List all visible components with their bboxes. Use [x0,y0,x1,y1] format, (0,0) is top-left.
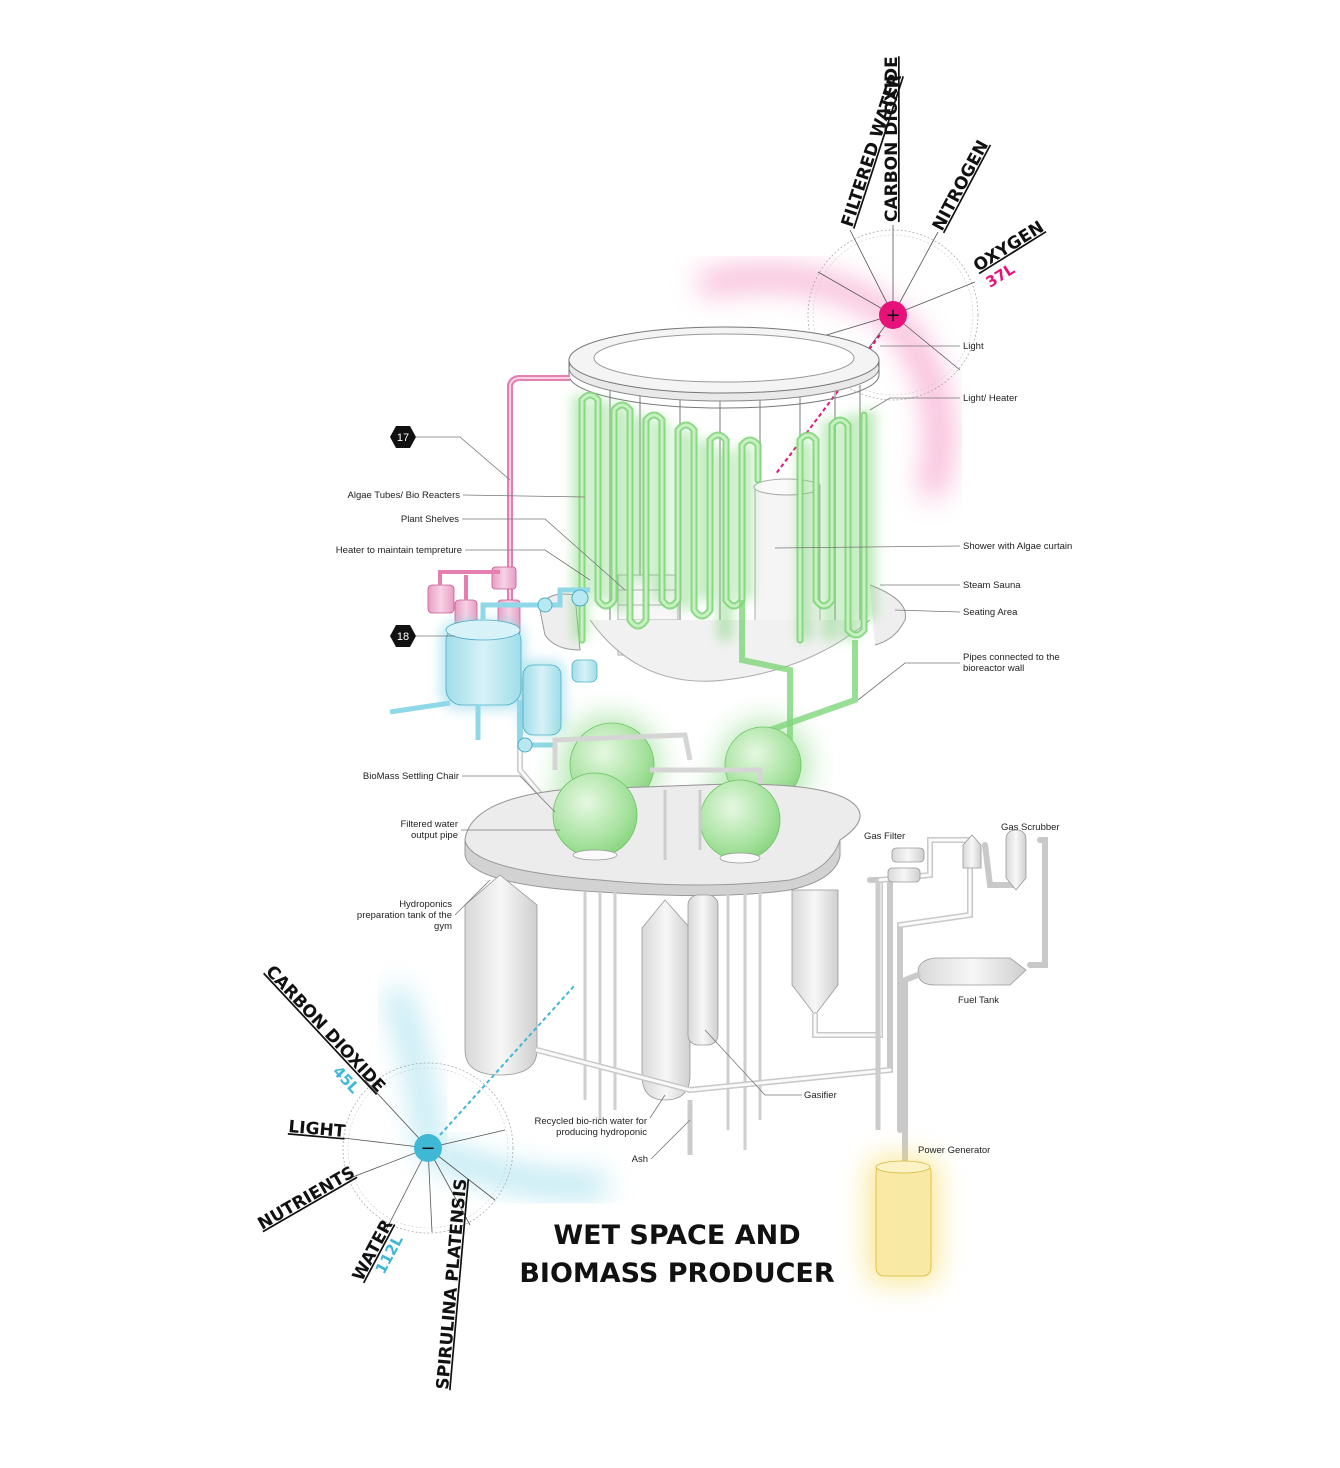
callout-recycled-2: producing hydroponic [556,1127,647,1138]
gasifier [687,894,719,1046]
input-wheel: − CARBON DIOXIDE 45L LIGHT NUTRIENTS WAT… [255,962,606,1391]
callout-hydro-3: gym [434,921,452,932]
input-wheel-ring [342,1062,514,1234]
seating-area [869,584,907,646]
gas-filter [891,847,925,863]
callout-fuel-tank: Fuel Tank [958,995,999,1006]
callout-gas-scrubber: Gas Scrubber [1001,822,1060,833]
callout-filtered-water-2: output pipe [411,830,458,841]
biomass-sphere [552,772,638,858]
plus-icon: + [885,305,900,326]
hexagon-icon [390,625,416,647]
platform [464,783,861,897]
output-label-carbon-dioxide: CARBON DIOXIDE [882,56,902,222]
output-wheel-hub [879,301,907,329]
callout-light-heater: Light/ Heater [963,393,1017,404]
callout-algae-tubes: Algae Tubes/ Bio Reacters [348,490,461,501]
fuel-tank [917,957,1027,986]
power-generator [875,1163,932,1277]
input-label-nutrients: NUTRIENTS [255,1163,359,1235]
callout-power-generator: Power Generator [918,1145,990,1156]
svg-text:17: 17 [397,432,409,444]
bioreactor-cylinder [517,326,907,803]
oxygen-glow-arc [697,266,902,329]
callout-hydro-2: preparation tank of the [357,910,452,921]
marker-18: 18 [390,625,455,647]
output-label-nitrogen: NITROGEN [929,137,993,234]
callout-gas-filter: Gas Filter [864,831,905,842]
lower-equipment [464,874,893,1155]
hexagon-icon [390,426,416,448]
minus-icon: − [420,1138,435,1159]
input-label-spirulina: SPIRULINA PLATENSIS [433,1178,471,1391]
callout-biomass-chair: BioMass Settling Chair [363,771,459,782]
water-tank-assembly [389,587,598,753]
oxygen-glow-arc-lower [885,312,952,499]
energy-system [868,829,1048,1283]
callout-plant-shelves: Plant Shelves [401,514,459,525]
callout-filtered-water-1: Filtered water [400,819,458,830]
recycled-water-tank [641,899,691,1101]
callout-heater: Heater to maintain tempreture [336,545,462,556]
callout-pipes-2: bioreactor wall [963,663,1024,674]
callout-recycled-1: Recycled bio-rich water for [535,1116,647,1127]
callout-ash: Ash [632,1154,648,1165]
input-label-light: LIGHT [288,1117,347,1142]
left-callouts: Algae Tubes/ Bio Reacters Plant Shelves … [336,490,837,1165]
callout-seating: Seating Area [963,607,1018,618]
callout-sauna: Steam Sauna [963,580,1021,591]
callout-light: Light [963,341,984,352]
input-label-carbon-dioxide: CARBON DIOXIDE [261,962,389,1097]
input-wheel-pointer [439,984,576,1136]
gas-scrubber [1005,829,1027,891]
svg-text:18: 18 [397,631,409,643]
algae-tubes [578,391,868,644]
callout-hydro-1: Hydroponics [399,899,452,910]
title-line-1: WET SPACE AND [553,1220,800,1251]
right-callouts: Light Light/ Heater Shower with Algae cu… [774,341,1072,1156]
heater-assembly [427,375,570,636]
biomass-chairs-front [552,772,781,864]
title-line-2: BIOMASS PRODUCER [519,1258,835,1289]
marker-17: 17 [390,426,511,481]
output-wheel-ring [807,229,979,401]
callout-gasifier: Gasifier [804,1090,837,1101]
hydroponics-tank [464,874,538,1076]
callout-shower: Shower with Algae curtain [963,541,1072,552]
input-wheel-hub [414,1134,442,1162]
biomass-sphere [699,779,781,861]
callout-pipes-1: Pipes connected to the [963,652,1060,663]
